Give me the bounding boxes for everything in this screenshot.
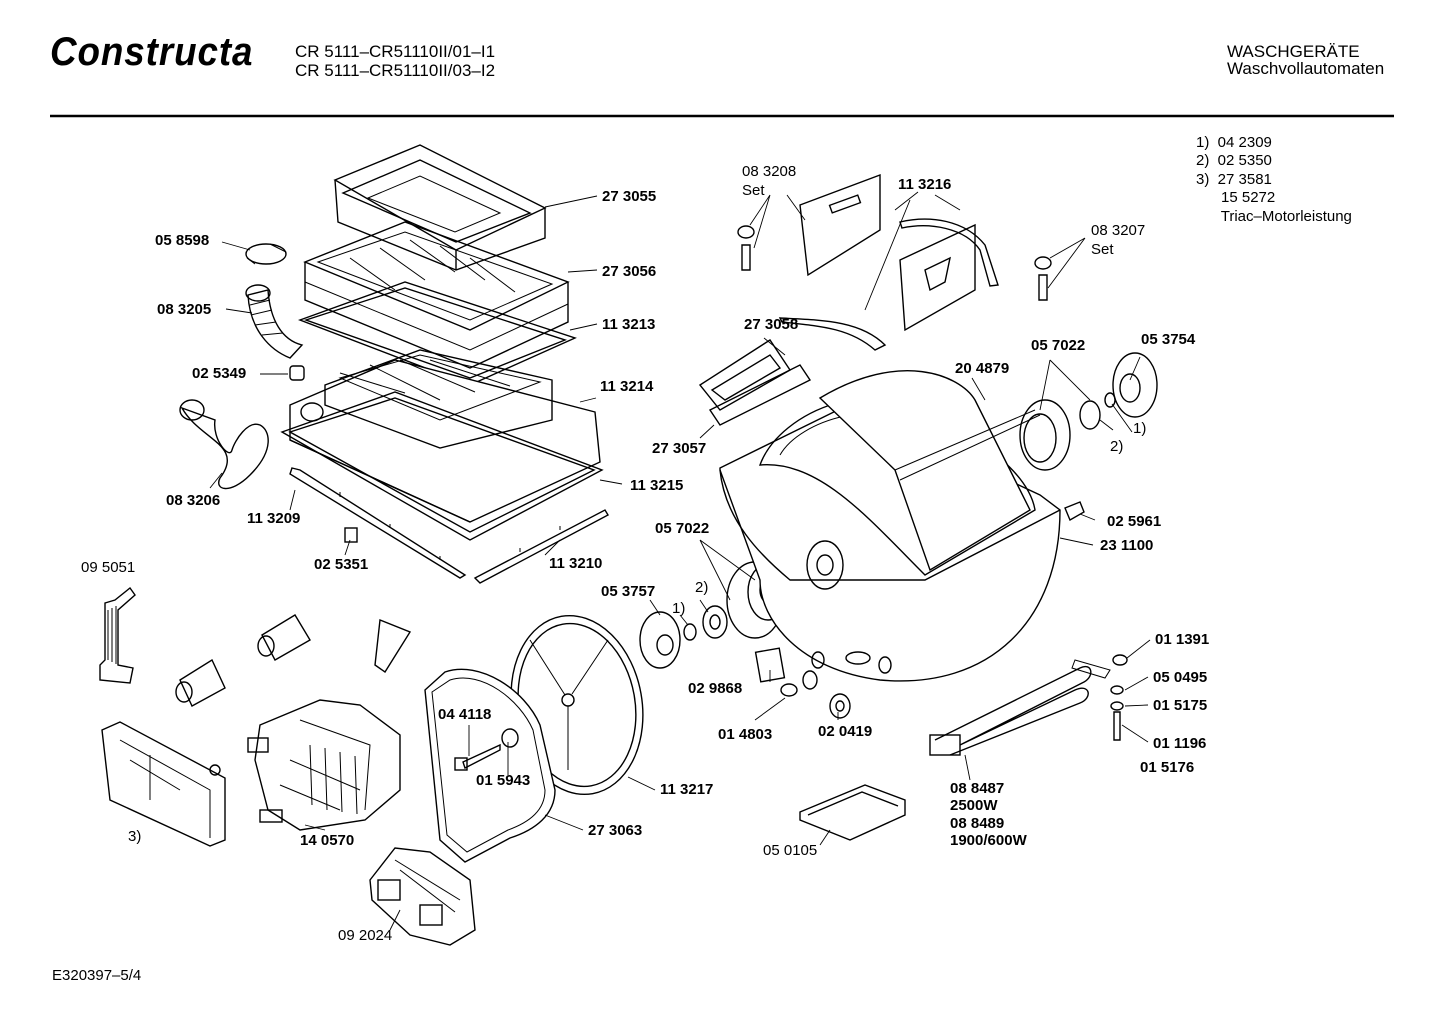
footnote-4: 15 5272 [1196, 189, 1276, 206]
control-module-shape [101, 721, 226, 847]
part-label-025961: 02 5961 [1107, 513, 1162, 530]
part-label-204879: 20 4879 [955, 360, 1010, 377]
part-label-273055: 27 3055 [602, 188, 657, 205]
footnote-ref-1-top: 1) [1133, 420, 1147, 437]
document-code: E320397–5/4 [52, 967, 142, 984]
part-label-273058: 27 3058 [744, 316, 799, 333]
part-label-095051: 09 5051 [81, 559, 136, 576]
foot-wedge-shape [799, 784, 906, 841]
category-subtitle: Waschvollautomaten [1227, 59, 1385, 78]
model-line-2: CR 5111–CR51110II/03–I2 [295, 61, 496, 80]
part-label-113217: 11 3217 [660, 781, 714, 798]
model-line-1: CR 5111–CR51110II/01–I1 [295, 42, 496, 61]
part-label-273057: 27 3057 [652, 440, 707, 457]
motor-shape [247, 699, 401, 831]
brand-logo: Constructa [50, 30, 254, 74]
pressure-hose-shape [247, 289, 304, 359]
clip-shape [344, 527, 358, 543]
bottom-seal-shape [280, 391, 604, 541]
footnote-5: Triac–Motorleistung [1196, 208, 1352, 225]
part-label-083205: 08 3205 [157, 301, 212, 318]
part-label-092024: 09 2024 [338, 927, 393, 944]
part-label-231100: 23 1100 [1100, 537, 1154, 554]
part-label-011391: 01 1391 [1155, 631, 1210, 648]
drum-pulley-shape [424, 668, 556, 863]
part-label-057022-bottom: 05 7022 [655, 520, 710, 537]
part-label-050495: 05 0495 [1153, 669, 1208, 686]
bracket-shape [374, 619, 412, 673]
heater-fasteners-shape [1110, 654, 1128, 741]
flange-right-shape [1019, 352, 1158, 471]
part-label-025351: 02 5351 [314, 556, 369, 573]
part-label-083207: 08 3207 [1091, 222, 1146, 239]
part-label-015943: 01 5943 [476, 772, 531, 789]
flange-left-shape [639, 605, 728, 669]
footnote-3: 3) 27 3581 [1196, 171, 1272, 188]
tub-lid-shape [333, 144, 547, 271]
heater-element-shape [929, 659, 1111, 756]
part-label-088487: 08 8487 [950, 780, 1005, 797]
footnote-ref-2-bottom: 2) [695, 579, 709, 596]
heater-rating-2500w: 2500W [950, 797, 998, 814]
heater-rating-1900-600w: 1900/600W [950, 832, 1027, 849]
part-label-014803: 01 4803 [718, 726, 773, 743]
part-label-273063: 27 3063 [588, 822, 643, 839]
switch-shape-1 [257, 614, 311, 661]
bolt-shape [454, 743, 501, 771]
part-label-273056: 27 3056 [602, 263, 657, 280]
seal-ring-shape [297, 281, 577, 386]
switch-shape-2 [175, 658, 226, 707]
footnote-ref-3: 3) [128, 828, 142, 845]
part-label-113213: 11 3213 [602, 316, 656, 333]
part-label-015176: 01 5176 [1140, 759, 1195, 776]
tub-ring-shape [303, 221, 570, 369]
part-label-011196: 01 1196 [1153, 735, 1207, 752]
part-label-113215: 11 3215 [630, 477, 684, 494]
footnote-2: 2) 02 5350 [1196, 152, 1272, 169]
drain-hose-shape [180, 406, 269, 490]
drum-housing-shape [719, 370, 1061, 682]
part-label-058598: 05 8598 [155, 232, 210, 249]
screw-set-left-shape [737, 225, 755, 271]
frame-rails-shape [289, 467, 609, 584]
drum-door-left-shape [778, 173, 887, 351]
category-title: WASCHGERÄTE [1227, 42, 1360, 61]
footnote-ref-1-bottom: 1) [672, 600, 686, 617]
part-label-113216: 11 3216 [898, 176, 952, 193]
part-label-113210: 11 3210 [549, 555, 603, 572]
part-label-140570: 14 0570 [300, 832, 355, 849]
drum-door-right-shape [899, 218, 999, 332]
part-label-057022-top: 05 7022 [1031, 337, 1086, 354]
small-parts-shape [754, 647, 851, 719]
hose-connector-shape [289, 365, 305, 381]
panel-273057-shape [708, 364, 812, 426]
part-label-083208: 08 3208 [742, 163, 797, 180]
part-label-015175: 01 5175 [1153, 697, 1208, 714]
screw-set-right-shape [1034, 256, 1052, 301]
part-label-025349: 02 5349 [192, 365, 247, 382]
part-label-set-1: Set [742, 182, 765, 199]
part-label-020419: 02 0419 [818, 723, 873, 740]
part-label-088489: 08 8489 [950, 815, 1005, 832]
screw-025961-shape [1064, 501, 1085, 522]
part-label-083206: 08 3206 [166, 492, 221, 509]
part-label-113209: 11 3209 [247, 510, 301, 527]
part-label-053757: 05 3757 [601, 583, 656, 600]
hose-clamp-shape [245, 243, 287, 265]
cable-harness-shape [99, 586, 136, 684]
footnote-1: 1) 04 2309 [1196, 134, 1272, 151]
mounting-bracket-shape [369, 847, 476, 946]
part-label-050105: 05 0105 [763, 842, 818, 859]
part-label-029868: 02 9868 [688, 680, 743, 697]
panel-273058-shape [698, 339, 791, 411]
part-label-053754: 05 3754 [1141, 331, 1196, 348]
part-label-113214: 11 3214 [600, 378, 654, 395]
part-label-set-2: Set [1091, 241, 1114, 258]
part-label-044118: 04 4118 [438, 706, 492, 723]
footnote-ref-2-top: 2) [1110, 438, 1124, 455]
